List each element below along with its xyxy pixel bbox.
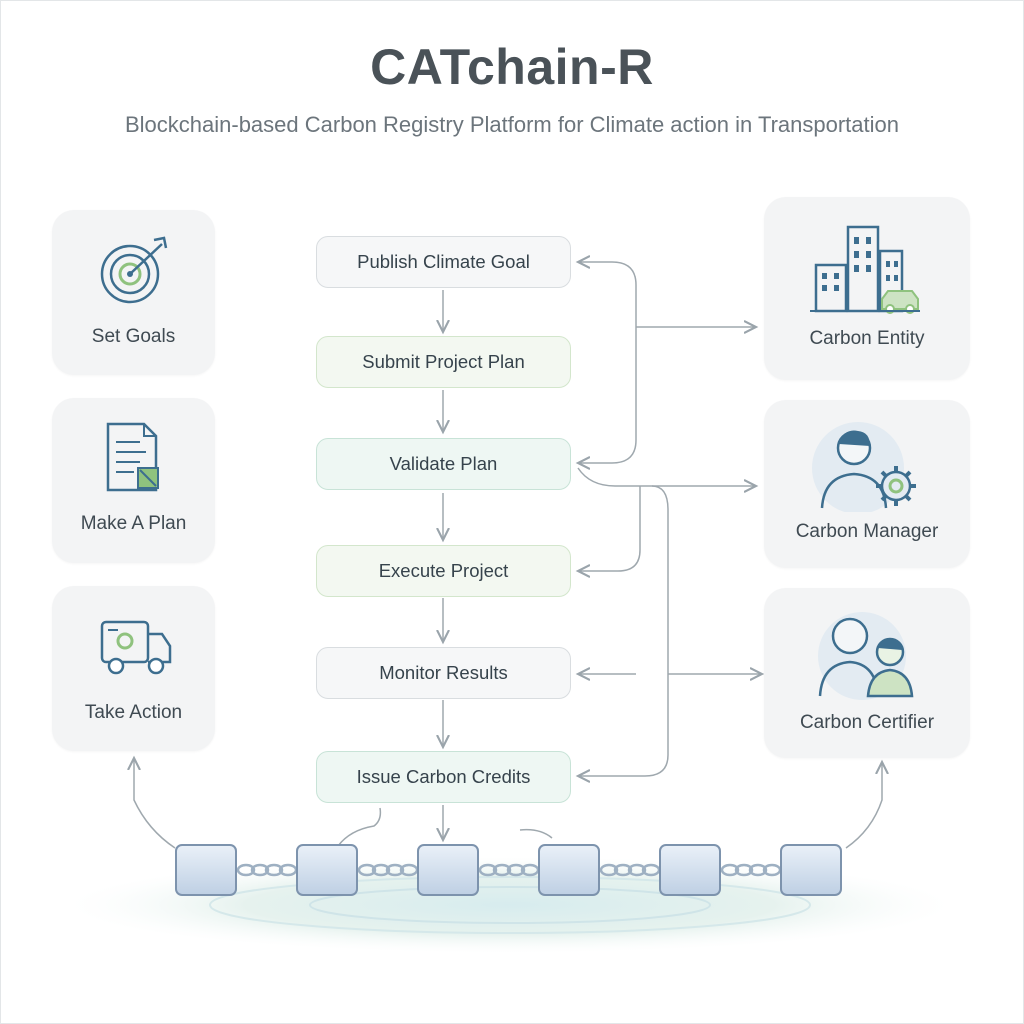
manager-gear-icon [812, 422, 916, 512]
card-label: Carbon Certifier [799, 712, 935, 733]
chain-block-5 [659, 844, 721, 896]
step-issue-carbon-credits[interactable]: Issue Carbon Credits [316, 751, 571, 803]
step-execute-project[interactable]: Execute Project [316, 545, 571, 597]
chain-block-2 [296, 844, 358, 896]
card-label: Set Goals [91, 326, 176, 347]
card-carbon-entity[interactable]: Carbon Entity [764, 197, 970, 380]
card-carbon-manager[interactable]: Carbon Manager [764, 400, 970, 568]
document-plan-icon [106, 422, 159, 492]
card-label: Carbon Entity [809, 328, 925, 349]
target-icon [100, 236, 168, 304]
step-submit-project-plan[interactable]: Submit Project Plan [316, 336, 571, 388]
step-monitor-results[interactable]: Monitor Results [316, 647, 571, 699]
card-label: Take Action [84, 702, 183, 723]
card-label: Carbon Manager [795, 521, 939, 542]
chain-block-3 [417, 844, 479, 896]
card-set-goals[interactable]: Set Goals [52, 210, 215, 375]
card-make-a-plan[interactable]: Make A Plan [52, 398, 215, 563]
step-publish-climate-goal[interactable]: Publish Climate Goal [316, 236, 571, 288]
chain-block-6 [780, 844, 842, 896]
page-subtitle: Blockchain-based Carbon Registry Platfor… [124, 112, 900, 137]
card-carbon-certifier[interactable]: Carbon Certifier [764, 588, 970, 758]
vehicle-icon [100, 620, 172, 675]
chain-block-4 [538, 844, 600, 896]
chain-block-1 [175, 844, 237, 896]
step-validate-plan[interactable]: Validate Plan [316, 438, 571, 490]
buildings-icon [810, 225, 920, 314]
card-take-action[interactable]: Take Action [52, 586, 215, 751]
certifier-people-icon [818, 612, 914, 700]
card-label: Make A Plan [80, 513, 187, 534]
page-title: CATchain-R [370, 39, 654, 95]
